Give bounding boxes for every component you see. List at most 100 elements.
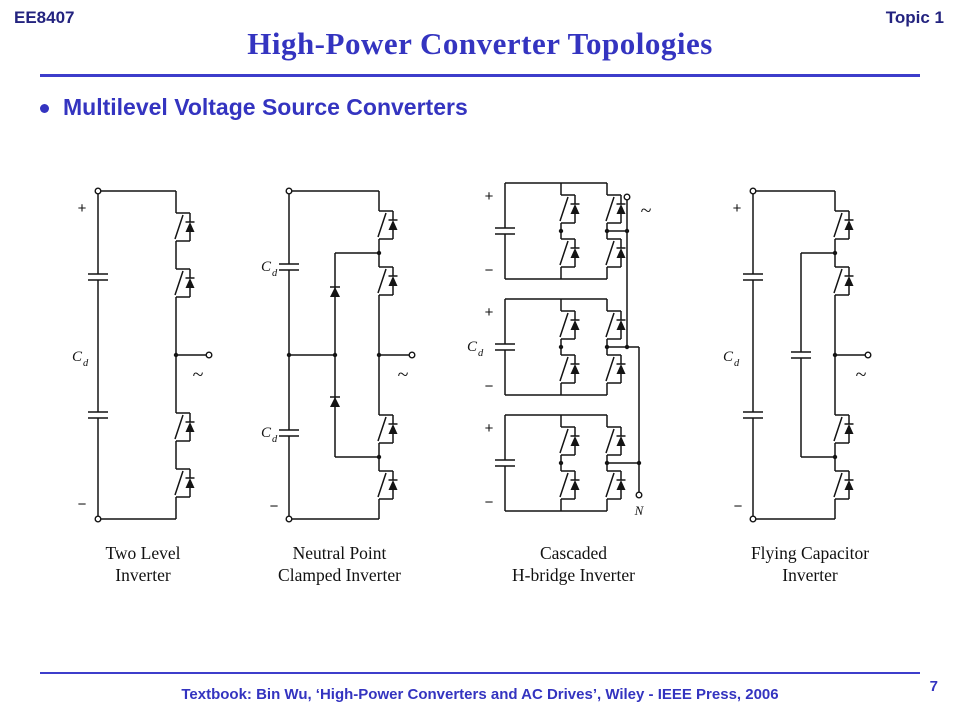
minus-label: − xyxy=(734,498,743,515)
igbt-switch-symbol xyxy=(559,230,581,276)
cd-label: C xyxy=(261,425,272,441)
figure-caption: Cascaded H-bridge Inverter xyxy=(512,543,635,587)
dc-capacitor-symbol xyxy=(278,418,300,448)
course-code: EE8407 xyxy=(14,8,75,27)
caption-line: H-bridge Inverter xyxy=(512,564,635,585)
ac-output-terminal xyxy=(623,193,631,201)
cd-label: C xyxy=(723,349,734,365)
figure-two-level: + − C d ~ Two Level Inverter xyxy=(68,175,218,587)
igbt-switch-symbol xyxy=(377,202,399,248)
figure-caption: Two Level Inverter xyxy=(105,543,180,587)
node-dot xyxy=(636,460,642,466)
plus-label: + xyxy=(485,188,494,205)
flying-capacitor-diagram: + − C d ~ xyxy=(723,187,872,523)
caption-line: Two Level xyxy=(105,543,181,563)
npc-wires xyxy=(288,190,409,520)
cd-subscript: d xyxy=(734,358,740,369)
minus-label: − xyxy=(485,494,494,511)
node-dot xyxy=(376,250,382,256)
flying-capacitor-symbol xyxy=(790,340,812,370)
cd-subscript: d xyxy=(83,358,89,369)
igbt-switch-symbol xyxy=(559,346,581,392)
dc-plus-terminal xyxy=(749,187,757,195)
igbt-switch-symbol xyxy=(377,462,399,508)
page-title: High-Power Converter Topologies xyxy=(247,26,713,61)
ac-symbol: ~ xyxy=(641,200,652,222)
dc-capacitor-symbol xyxy=(494,448,516,478)
igbt-switch-symbol xyxy=(174,460,196,506)
figure-cascaded: + − + − + − C d ~ N Cascaded H-bridge In… xyxy=(461,175,686,587)
igbt-switch-symbol xyxy=(605,186,627,232)
caption-line: Flying Capacitor xyxy=(750,543,870,563)
bullet-text: Multilevel Voltage Source Converters xyxy=(63,94,468,120)
igbt-switch-symbol xyxy=(559,462,581,508)
two-level-inverter-diagram: + − C d ~ xyxy=(72,187,213,523)
neutral-terminal xyxy=(635,491,643,499)
node-dot xyxy=(832,454,838,460)
dc-capacitor-symbol xyxy=(278,252,300,282)
caption-line: Cascaded xyxy=(539,543,608,563)
npc-inverter-diagram: C d C d − ~ xyxy=(261,187,416,523)
cd-label: C xyxy=(261,259,272,275)
cd-label: C xyxy=(72,349,83,365)
footer-citation: Textbook: Bin Wu, ‘High-Power Converters… xyxy=(181,686,779,703)
cascaded-hbridge-diagram: + − + − + − C d ~ N xyxy=(467,182,652,518)
figure-flying-capacitor: + − C d ~ Flying Capacitor Inverter xyxy=(715,175,905,587)
igbt-switch-symbol xyxy=(833,462,855,508)
igbt-switch-symbol xyxy=(605,230,627,276)
flying-capacitor-wires xyxy=(752,190,865,520)
node-dot xyxy=(832,352,838,358)
figure-npc: C d C d − ~ Neutral Point Clamped Invert… xyxy=(247,175,432,587)
footer-rule xyxy=(40,672,920,674)
ac-output-terminal xyxy=(864,351,872,359)
page-number: 7 xyxy=(929,678,938,695)
dc-plus-terminal xyxy=(94,187,102,195)
dc-capacitor-symbol xyxy=(87,262,109,292)
caption-line: Inverter xyxy=(782,564,838,585)
clamp-diode xyxy=(330,396,340,407)
caption-line: Inverter xyxy=(115,564,171,585)
minus-label: − xyxy=(270,498,279,515)
igbt-switch-symbol xyxy=(559,186,581,232)
cd-subscript: d xyxy=(272,268,278,279)
dc-capacitor-symbol xyxy=(87,400,109,430)
ac-symbol: ~ xyxy=(398,364,409,386)
igbt-switch-symbol xyxy=(174,204,196,250)
ac-output-terminal xyxy=(408,351,416,359)
figure-caption: Neutral Point Clamped Inverter xyxy=(278,543,401,587)
igbt-switch-symbol xyxy=(605,302,627,348)
node-dot xyxy=(558,344,564,350)
node-dot xyxy=(332,352,338,358)
igbt-switch-symbol xyxy=(605,418,627,464)
node-dot xyxy=(558,228,564,234)
cd-subscript: d xyxy=(478,348,484,359)
minus-label: − xyxy=(485,378,494,395)
dc-capacitor-symbol xyxy=(742,262,764,292)
node-dot xyxy=(604,228,610,234)
node-dot xyxy=(604,344,610,350)
igbt-switch-symbol xyxy=(559,302,581,348)
plus-label: + xyxy=(485,420,494,437)
node-dot xyxy=(624,344,630,350)
dc-minus-terminal xyxy=(285,515,293,523)
ac-symbol: ~ xyxy=(856,364,867,386)
ac-symbol: ~ xyxy=(193,364,204,386)
dc-capacitor-symbol xyxy=(494,332,516,362)
igbt-switch-symbol xyxy=(833,202,855,248)
cd-subscript: d xyxy=(272,434,278,445)
two-level-wires xyxy=(97,190,206,520)
minus-label: − xyxy=(78,496,87,513)
node-dot xyxy=(376,454,382,460)
igbt-switch-symbol xyxy=(377,406,399,452)
igbt-switch-symbol xyxy=(605,346,627,392)
plus-label: + xyxy=(733,200,742,217)
igbt-switch-symbol xyxy=(559,418,581,464)
igbt-switch-symbol xyxy=(377,258,399,304)
dc-minus-terminal xyxy=(94,515,102,523)
igbt-switch-symbol xyxy=(174,404,196,450)
plus-label: + xyxy=(485,304,494,321)
igbt-switch-symbol xyxy=(174,260,196,306)
node-dot xyxy=(286,352,292,358)
dc-plus-terminal xyxy=(285,187,293,195)
